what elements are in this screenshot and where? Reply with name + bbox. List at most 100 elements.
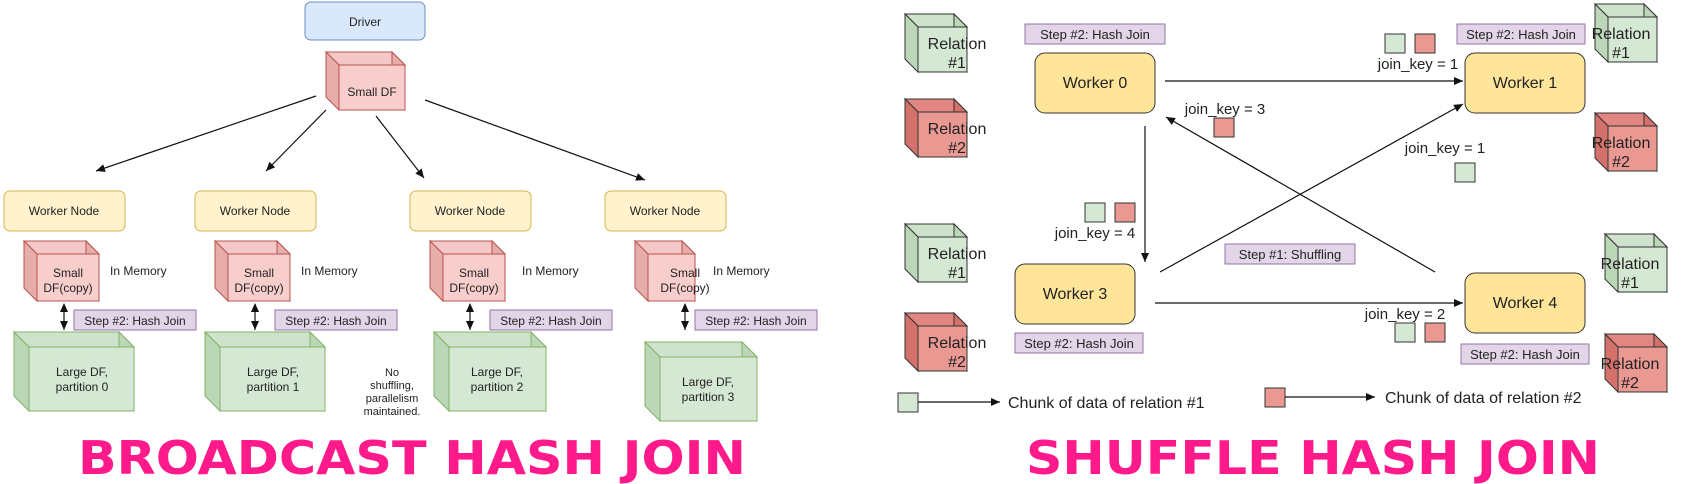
step2-label: Step #2: Hash Join [705,314,806,328]
step2-label: Step #2: Hash Join [500,314,601,328]
relation2-cube-top-left: Relation #2 [903,97,987,159]
svg-text:shuffling,: shuffling, [370,380,414,392]
large-df-cube: Large DF, partition 1 [203,330,327,413]
svg-text:Relation: Relation [928,335,987,352]
svg-text:#2: #2 [1612,154,1630,171]
svg-text:Relation: Relation [928,36,987,53]
join-key-label: join_key = 1 [1377,56,1458,73]
broadcast-title: BROADCAST HASH JOIN [78,431,746,484]
chunks-w0-w3: join_key = 4 [1054,202,1136,242]
chunks-w0-w1: join_key = 1 [1377,33,1458,73]
in-memory-label: In Memory [522,264,579,278]
svg-text:#2: #2 [1621,375,1639,392]
worker-3-label: Worker 3 [1043,286,1108,303]
large-df-cube: Large DF, partition 2 [432,330,548,413]
copy-line2: DF(copy) [43,281,92,295]
no-shuffling-note: No shuffling, parallelism maintained. [364,367,421,418]
join-key-label: join_key = 4 [1054,225,1135,242]
copy-line2: DF(copy) [660,281,709,295]
partition-line1: Large DF, [247,365,299,379]
worker-0: Step #2: Hash Join Worker 0 [1024,23,1166,114]
svg-text:#1: #1 [1612,45,1630,62]
copy-line1: Small [670,266,700,280]
svg-text:maintained.: maintained. [364,406,421,418]
broadcast-arrow-1 [265,109,327,172]
legend-relation1-text: Chunk of data of relation #1 [1008,395,1205,412]
partition-line1: Large DF, [682,375,734,389]
worker-0-label: Worker 0 [1063,75,1128,92]
shuffle-section: Relation #1 Relation #2 Relation #1 Rela… [897,2,1669,484]
svg-text:Relation: Relation [928,121,987,138]
small-df-copy-cube: Small DF(copy) [428,239,507,303]
svg-text:Relation: Relation [1592,26,1651,43]
small-df-copy-cube: Small DF(copy) [633,239,710,303]
large-df-cube: Large DF, partition 0 [12,330,136,413]
worker-4: Worker 4 Step #2: Hash Join [1460,272,1590,365]
relation2-cube-bottom-left: Relation #2 [903,311,987,373]
step1-box [1224,243,1356,265]
worker-1: Step #2: Hash Join Worker 1 [1456,23,1586,114]
worker-column-0: Worker Node Small DF(copy) In Memory Ste… [3,190,197,413]
copy-line2: DF(copy) [234,281,283,295]
worker-column-1: Worker Node Small DF(copy) In Memory Ste… [194,190,398,413]
step2-label: Step #2: Hash Join [1040,27,1150,42]
relation1-cube-mid-left: Relation #1 [903,222,987,284]
worker-3: Worker 3 Step #2: Hash Join [1014,263,1144,354]
worker-column-2: Worker Node Small DF(copy) In Memory Ste… [409,190,613,413]
large-df-cube: Large DF, partition 3 [643,340,759,423]
svg-text:No: No [385,367,399,379]
svg-text:parallelism: parallelism [366,393,419,405]
small-df-label: Small DF [347,85,396,99]
step2-label: Step #2: Hash Join [1024,336,1134,351]
svg-text:Relation: Relation [1592,135,1651,152]
shuffle-title: SHUFFLE HASH JOIN [1026,431,1600,484]
relation1-cube-top-left: Relation #1 [903,12,987,74]
copy-line2: DF(copy) [449,281,498,295]
step2-label: Step #2: Hash Join [1470,347,1580,362]
step2-label: Step #2: Hash Join [285,314,386,328]
copy-line1: Small [244,266,274,280]
relation2-cube-right-3: Relation #2 [1601,332,1669,394]
broadcast-arrow-2 [375,115,425,179]
join-key-label: join_key = 1 [1404,140,1485,157]
small-df-copy-cube: Small DF(copy) [22,239,101,303]
worker-node-label: Worker Node [435,204,506,218]
svg-text:Relation: Relation [928,246,987,263]
legend-relation2-swatch [1264,387,1286,408]
partition-line2: partition 2 [471,380,524,394]
copy-line1: Small [53,266,83,280]
in-memory-label: In Memory [713,264,770,278]
legend-relation2-text: Chunk of data of relation #2 [1385,390,1582,407]
legend: Chunk of data of relation #1 Chunk of da… [897,387,1582,413]
join-key-label: join_key = 2 [1364,306,1445,323]
broadcast-arrow-0 [95,95,317,172]
partition-line2: partition 0 [56,380,109,394]
relation1-cube-top-right: Relation #1 [1592,2,1659,64]
worker-node-label: Worker Node [630,204,701,218]
partition-line2: partition 3 [682,390,735,404]
worker-1-label: Worker 1 [1493,75,1558,92]
partition-line1: Large DF, [471,365,523,379]
svg-text:Relation: Relation [1601,256,1660,273]
svg-text:#2: #2 [948,140,966,157]
worker-node-label: Worker Node [220,204,291,218]
broadcast-section: Driver Small DF Worker Node Small [3,1,818,484]
svg-text:#1: #1 [948,55,966,72]
svg-text:#2: #2 [948,354,966,371]
arrow-w3-w1 [1159,103,1464,273]
svg-text:#1: #1 [948,265,966,282]
step2-label: Step #2: Hash Join [84,314,185,328]
chunks-w3-w1: join_key = 1 [1404,140,1485,183]
small-df-copy-cube: Small DF(copy) [213,239,292,303]
copy-line1: Small [459,266,489,280]
broadcast-arrow-3 [424,99,646,181]
chunks-w3-w4: join_key = 2 [1364,306,1446,343]
relation1-cube-right-2: Relation #1 [1601,232,1669,294]
worker-node-label: Worker Node [29,204,100,218]
chunks-w4-w0: join_key = 3 [1184,101,1265,138]
in-memory-label: In Memory [110,264,167,278]
step2-label: Step #2: Hash Join [1466,27,1576,42]
svg-text:#1: #1 [1621,275,1639,292]
svg-text:Relation: Relation [1601,356,1660,373]
